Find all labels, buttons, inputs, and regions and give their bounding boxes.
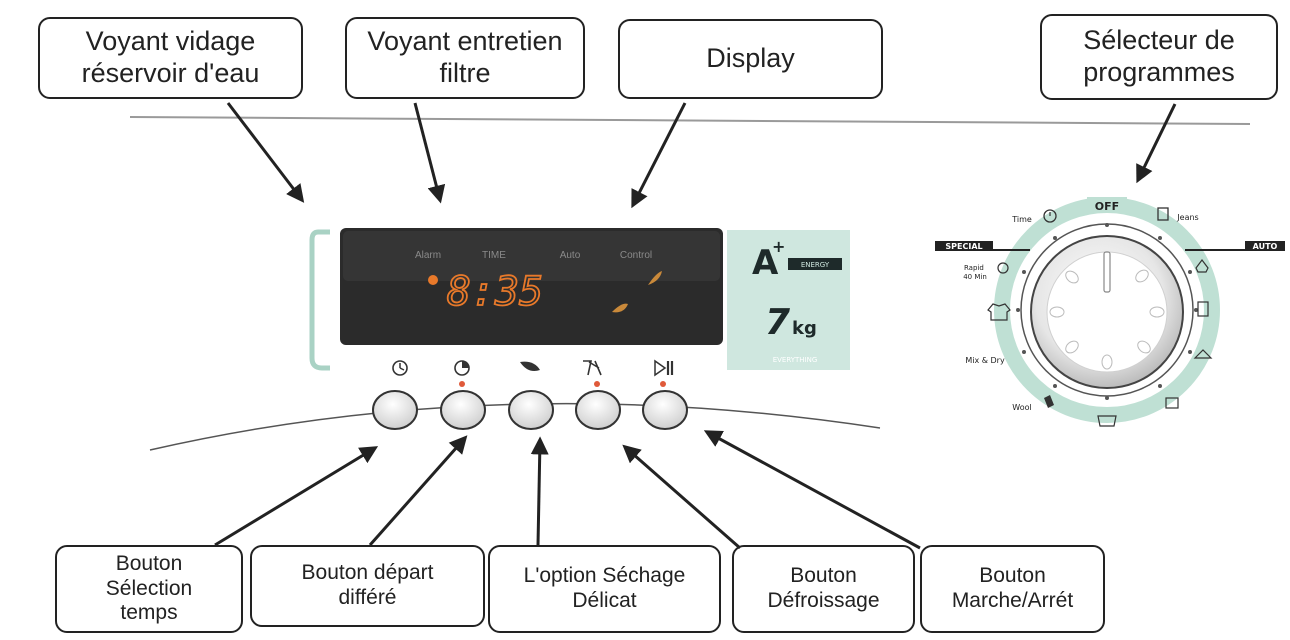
arrow-voyant-filtre (413, 102, 446, 204)
time-display: 8:35 (447, 269, 543, 315)
arrow-bouton-depart (368, 435, 468, 546)
dial-rapid-line: Rapid (964, 264, 984, 272)
dial-rapid-label: Rapid 40 Min (963, 264, 987, 281)
display-label-auto: Auto (560, 250, 581, 261)
callout-selecteur: Sélecteur de programmes (1040, 14, 1278, 100)
jeans-program-icon (1157, 207, 1169, 221)
panel-top-line (129, 116, 1251, 125)
start-stop-button[interactable] (642, 390, 688, 430)
callout-voyant-vidage: Voyant vidage réservoir d'eau (38, 17, 303, 99)
arrow-bouton-marche (703, 430, 921, 550)
dial-auto-tag (1245, 241, 1285, 251)
callout-bouton-depart: Bouton départ différé (250, 545, 485, 627)
callout-text: Display (706, 43, 795, 74)
callout-option-sechage: L'option Séchage Délicat (488, 545, 721, 633)
callout-bouton-defroissage: Bouton Défroissage (732, 545, 915, 633)
program-selector-dial[interactable]: OFF SPECIAL AUTO Time Jeans Rapid 40 Min… (935, 197, 1285, 427)
callout-display: Display (618, 19, 883, 99)
energy-label (727, 230, 850, 370)
dial-wool-label: Wool (1012, 403, 1031, 412)
leaf-icon (648, 271, 662, 285)
capacity-number: 7 (765, 302, 790, 343)
callout-text: Sélecteur de programmes (1083, 25, 1235, 87)
delicate-dry-icon (520, 361, 540, 371)
callout-bouton-marche: Bouton Marche/Arrét (920, 545, 1105, 633)
callout-text: Bouton Sélection temps (105, 551, 193, 625)
dial-knob-bumps (1049, 269, 1165, 370)
time-select-button[interactable] (372, 390, 418, 430)
panel-bottom-curve (149, 402, 881, 451)
delay-led (459, 381, 465, 387)
control-panel: Alarm TIME Auto Control 8:35 A + ENERGY … (309, 228, 850, 430)
shirt-program-icon (987, 303, 1011, 321)
arrow-option-sechage (530, 436, 549, 546)
dial-rapid-line: 40 Min (963, 273, 987, 281)
bed-linen-program-icon (1097, 415, 1117, 427)
cupboard-program-icon (1197, 301, 1209, 317)
arrow-voyant-vidage (226, 102, 305, 203)
dial-mix-dry-label: Mix & Dry (965, 356, 1005, 365)
dial-time-label: Time (1011, 215, 1032, 224)
capacity-unit: kg (792, 318, 817, 339)
wool-program-icon (1044, 395, 1054, 408)
energy-word: ENERGY (801, 261, 830, 269)
display-label-time: TIME (482, 250, 506, 261)
brand-tagline: EVERYTHING (773, 356, 818, 364)
dial-off-tab (1087, 197, 1127, 213)
callout-text: L'option Séchage Délicat (523, 564, 686, 612)
callout-bouton-temps: Bouton Sélection temps (55, 545, 243, 633)
dial-jeans-label: Jeans (1176, 213, 1198, 222)
arrow-bouton-defroissage (622, 444, 741, 550)
callout-text: Bouton Marche/Arrét (951, 564, 1074, 612)
start-led (660, 381, 666, 387)
energy-class: A (752, 243, 779, 283)
callout-text: Bouton Défroissage (767, 564, 880, 612)
water-tank-led (428, 275, 438, 285)
callout-text: Bouton départ différé (301, 561, 434, 609)
energy-plus: + (772, 237, 785, 256)
energy-bar (788, 258, 842, 270)
display-sheen (343, 231, 720, 281)
anti-crease-led (594, 381, 600, 387)
iron-program-icon (1195, 259, 1209, 273)
callout-text: Voyant entretien filtre (367, 26, 563, 88)
rapid-program-icon (997, 262, 1009, 274)
display-label-alarm: Alarm (415, 250, 441, 261)
dial-off-label: OFF (1095, 200, 1119, 213)
dial-ring-markers (1016, 223, 1198, 400)
anti-crease-icon (583, 360, 602, 376)
dial-pointer (1103, 251, 1111, 293)
play-pause-icon (654, 359, 674, 377)
delay-timer-icon (454, 360, 470, 376)
dial-special-tag (935, 241, 993, 251)
arrow-selecteur (1136, 103, 1177, 184)
dial-special-label: SPECIAL (945, 242, 982, 251)
display-label-control: Control (620, 250, 652, 261)
panel-green-bracket (309, 229, 330, 371)
dial-auto-label: AUTO (1253, 242, 1278, 251)
callout-text: Voyant vidage réservoir d'eau (81, 26, 260, 88)
anti-crease-button[interactable] (575, 390, 621, 430)
delayed-start-button[interactable] (440, 390, 486, 430)
hanger-program-icon (1193, 349, 1213, 359)
leaf-icon-2 (612, 303, 628, 313)
arrow-display (631, 102, 687, 209)
timer-program-icon (1043, 209, 1057, 223)
arrow-bouton-temps (214, 446, 379, 547)
clock-icon (392, 360, 408, 376)
delicate-dry-button[interactable] (508, 390, 554, 430)
callout-voyant-filtre: Voyant entretien filtre (345, 17, 585, 99)
towels-program-icon (1165, 397, 1179, 409)
